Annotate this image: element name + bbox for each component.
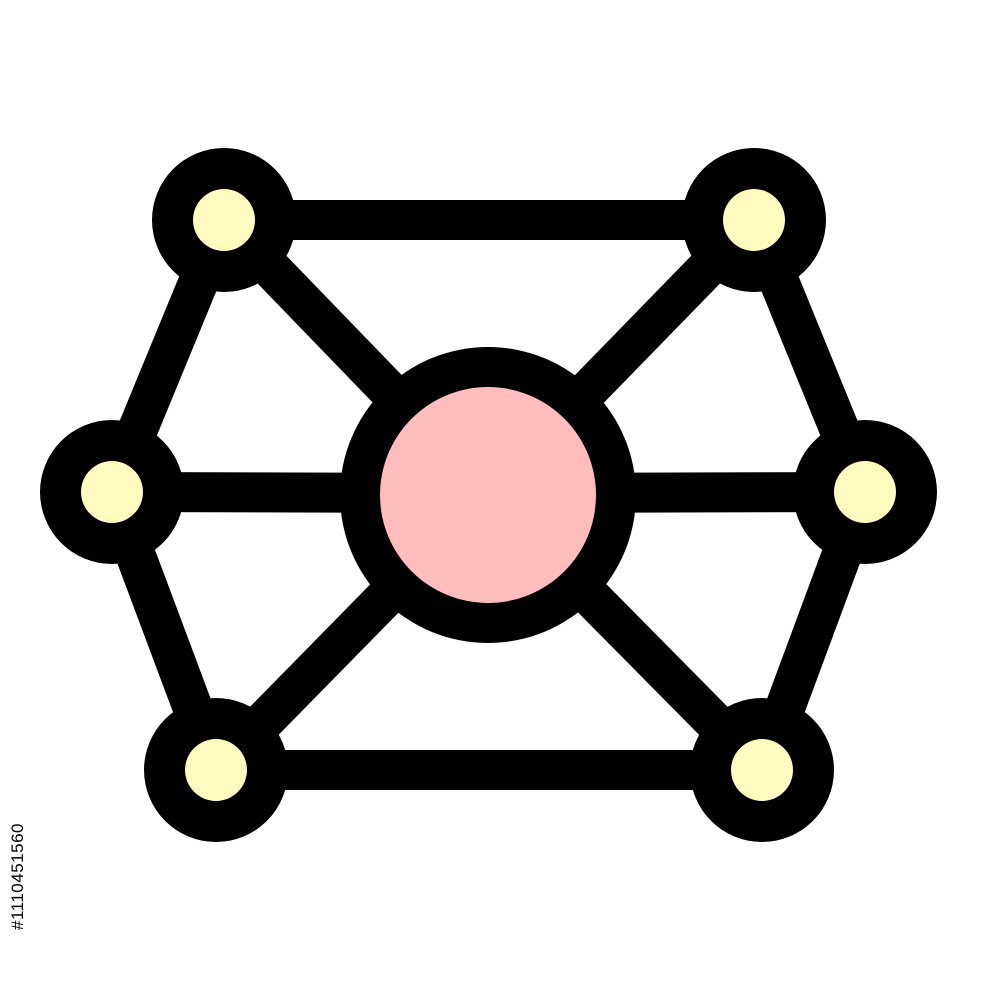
hub-node	[340, 347, 636, 643]
node-bottom-right	[690, 698, 834, 842]
node-bottom-left	[144, 698, 288, 842]
node-left	[40, 420, 184, 564]
stock-id-label: #1110451560	[8, 823, 27, 930]
node-top-left	[152, 148, 296, 292]
node-top-right	[682, 148, 826, 292]
node-right	[793, 420, 937, 564]
hub-core	[380, 387, 596, 603]
satellite-nodes	[40, 148, 937, 842]
